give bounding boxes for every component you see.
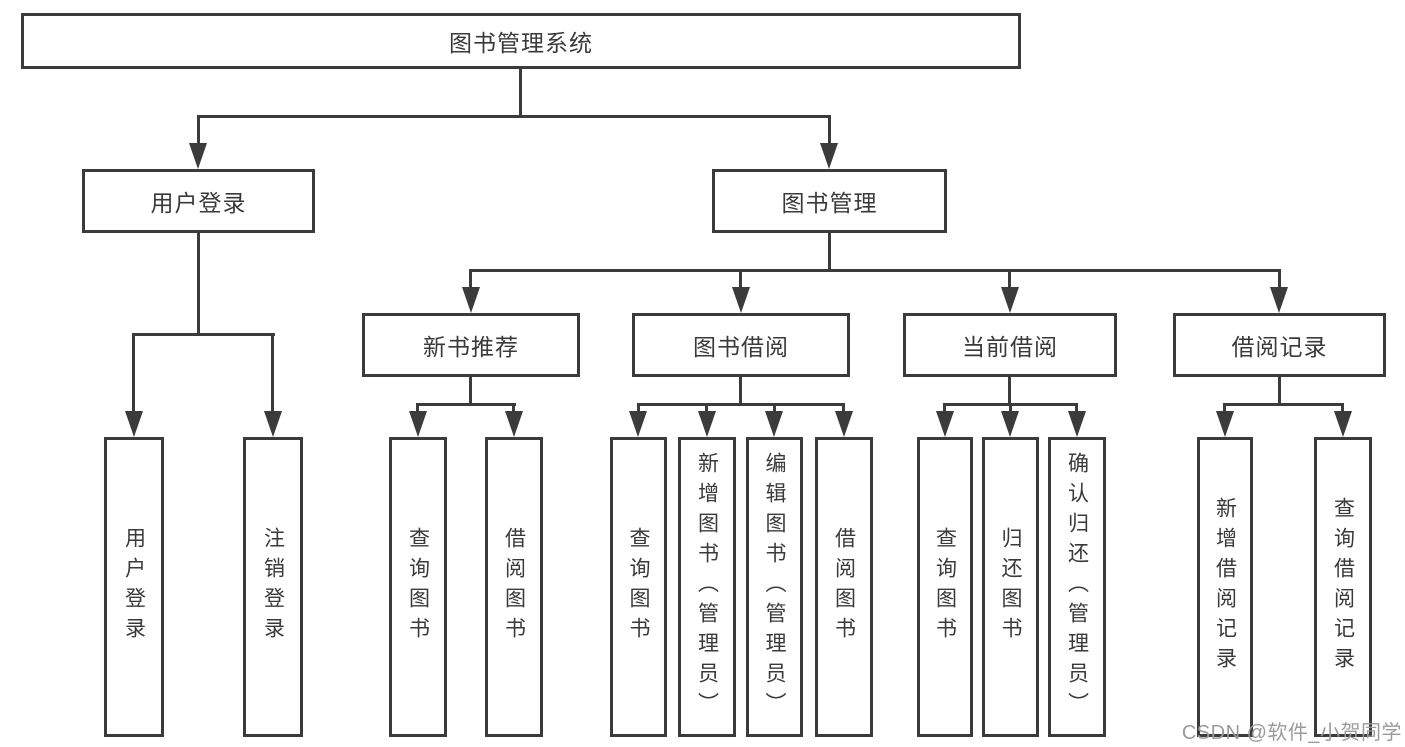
connector-stub-bor-borrow: [842, 403, 845, 415]
connector-stub-borrow: [739, 269, 742, 291]
leaf-edit-book-admin: 编辑图书（管理员）: [746, 437, 803, 737]
connector-recommend-rail: [416, 403, 516, 406]
arrow-down-icon-current: [1001, 287, 1019, 313]
connector-records-stem: [1278, 377, 1281, 406]
leaf-add-book-admin: 新增图书（管理员）: [678, 437, 736, 737]
leaf-logout-label: 注销登录: [261, 527, 285, 647]
leaf-edit-book-admin-label: 编辑图书（管理员）: [763, 452, 786, 722]
arrow-down-icon-user-login: [189, 143, 207, 169]
arrow-down-icon-recommend: [462, 287, 480, 313]
connector-stub-records: [1278, 269, 1281, 291]
node-current-borrow-label: 当前借阅: [962, 334, 1058, 360]
connector-stub-rec-query-record: [1341, 403, 1344, 415]
connector-stub-bor-query: [637, 403, 640, 415]
connector-stub-book-management: [828, 115, 831, 146]
connector-stub-cur-confirm: [1075, 403, 1078, 415]
leaf-user-login: 用户登录: [104, 437, 164, 737]
arrow-down-icon-rec-query: [409, 411, 427, 437]
arrow-down-icon-book-management: [820, 143, 838, 169]
connector-stub-leaf-logout: [271, 333, 274, 413]
leaf-borrow-query-books-label: 查询图书: [627, 527, 650, 647]
connector-stub-rec-query: [416, 403, 419, 415]
connector-records-rail: [1223, 403, 1344, 406]
leaf-recommend-query-books-label: 查询图书: [406, 527, 430, 647]
node-book-borrow: 图书借阅: [632, 313, 850, 377]
connector-borrow-rail: [637, 403, 845, 406]
node-book-management-label: 图书管理: [781, 190, 878, 216]
connector-user-login-rail: [132, 333, 275, 336]
leaf-return-book: 归还图书: [982, 437, 1039, 737]
node-book-borrow-label: 图书借阅: [693, 334, 789, 360]
node-book-management: 图书管理: [712, 169, 947, 233]
arrow-down-icon-rec-query-record: [1334, 411, 1352, 437]
connector-user-login-stem: [197, 233, 200, 336]
leaf-borrow-borrow-books-label: 借阅图书: [832, 527, 856, 647]
arrow-down-icon-bor-edit: [765, 411, 783, 437]
connector-stub-cur-query: [943, 403, 946, 415]
arrow-down-icon-leaf-logout: [264, 411, 282, 437]
csdn-watermark: CSDN @软件_小贺同学: [1181, 722, 1402, 744]
leaf-current-query-books: 查询图书: [917, 437, 973, 737]
arrow-down-icon-bor-add: [698, 411, 716, 437]
connector-recommend-stem: [469, 377, 472, 406]
connector-level2-rail: [197, 115, 831, 118]
connector-borrow-stem: [739, 377, 742, 406]
leaf-recommend-borrow-books: 借阅图书: [485, 437, 543, 737]
leaf-add-book-admin-label: 新增图书（管理员）: [695, 452, 719, 722]
connector-root-stem: [519, 69, 522, 118]
node-new-book-recommend-label: 新书推荐: [423, 334, 519, 360]
arrow-down-icon-cur-confirm: [1068, 411, 1086, 437]
connector-stub-cur-return: [1009, 403, 1012, 415]
arrow-down-icon-cur-return: [1001, 411, 1019, 437]
node-user-login-label: 用户登录: [150, 190, 247, 216]
node-new-book-recommend: 新书推荐: [362, 313, 580, 377]
arrow-down-icon-leaf-login: [125, 411, 143, 437]
arrow-down-icon-bor-query: [629, 411, 647, 437]
leaf-return-book-label: 归还图书: [999, 527, 1022, 647]
leaf-user-login-label: 用户登录: [122, 527, 146, 647]
arrow-down-icon-records: [1270, 287, 1288, 313]
connector-stub-leaf-login: [132, 333, 135, 413]
node-borrow-records-label: 借阅记录: [1231, 334, 1328, 360]
leaf-borrow-borrow-books: 借阅图书: [815, 437, 873, 737]
leaf-query-borrow-record: 查询借阅记录: [1314, 437, 1372, 737]
connector-stub-bor-edit: [773, 403, 776, 415]
node-root: 图书管理系统: [21, 13, 1021, 69]
leaf-confirm-return-admin: 确认归还（管理员）: [1048, 437, 1106, 737]
leaf-add-borrow-record: 新增借阅记录: [1197, 437, 1253, 737]
node-user-login: 用户登录: [82, 169, 315, 233]
arrow-down-icon-cur-query: [936, 411, 954, 437]
node-borrow-records: 借阅记录: [1173, 313, 1386, 377]
leaf-add-borrow-record-label: 新增借阅记录: [1213, 497, 1237, 677]
node-current-borrow: 当前借阅: [903, 313, 1117, 377]
node-root-label: 图书管理系统: [449, 30, 593, 56]
leaf-confirm-return-admin-label: 确认归还（管理员）: [1065, 452, 1089, 722]
connector-stub-rec-borrow: [512, 403, 515, 415]
arrow-down-icon-borrow: [732, 287, 750, 313]
connector-stub-recommend: [469, 269, 472, 291]
leaf-query-borrow-record-label: 查询借阅记录: [1331, 497, 1355, 677]
leaf-recommend-query-books: 查询图书: [389, 437, 447, 737]
arrow-down-icon-rec-borrow: [505, 411, 523, 437]
leaf-recommend-borrow-books-label: 借阅图书: [502, 527, 526, 647]
arrow-down-icon-bor-borrow: [835, 411, 853, 437]
arrow-down-icon-rec-add-record: [1216, 411, 1234, 437]
leaf-logout: 注销登录: [243, 437, 303, 737]
connector-current-stem: [1008, 377, 1011, 406]
connector-stub-bor-add: [705, 403, 708, 415]
leaf-current-query-books-label: 查询图书: [933, 527, 957, 647]
connector-level3-rail: [469, 269, 1281, 272]
connector-book-management-stem: [828, 233, 831, 272]
connector-stub-user-login: [197, 115, 200, 146]
connector-stub-rec-add-record: [1223, 403, 1226, 415]
connector-stub-current: [1008, 269, 1011, 291]
leaf-borrow-query-books: 查询图书: [610, 437, 667, 737]
